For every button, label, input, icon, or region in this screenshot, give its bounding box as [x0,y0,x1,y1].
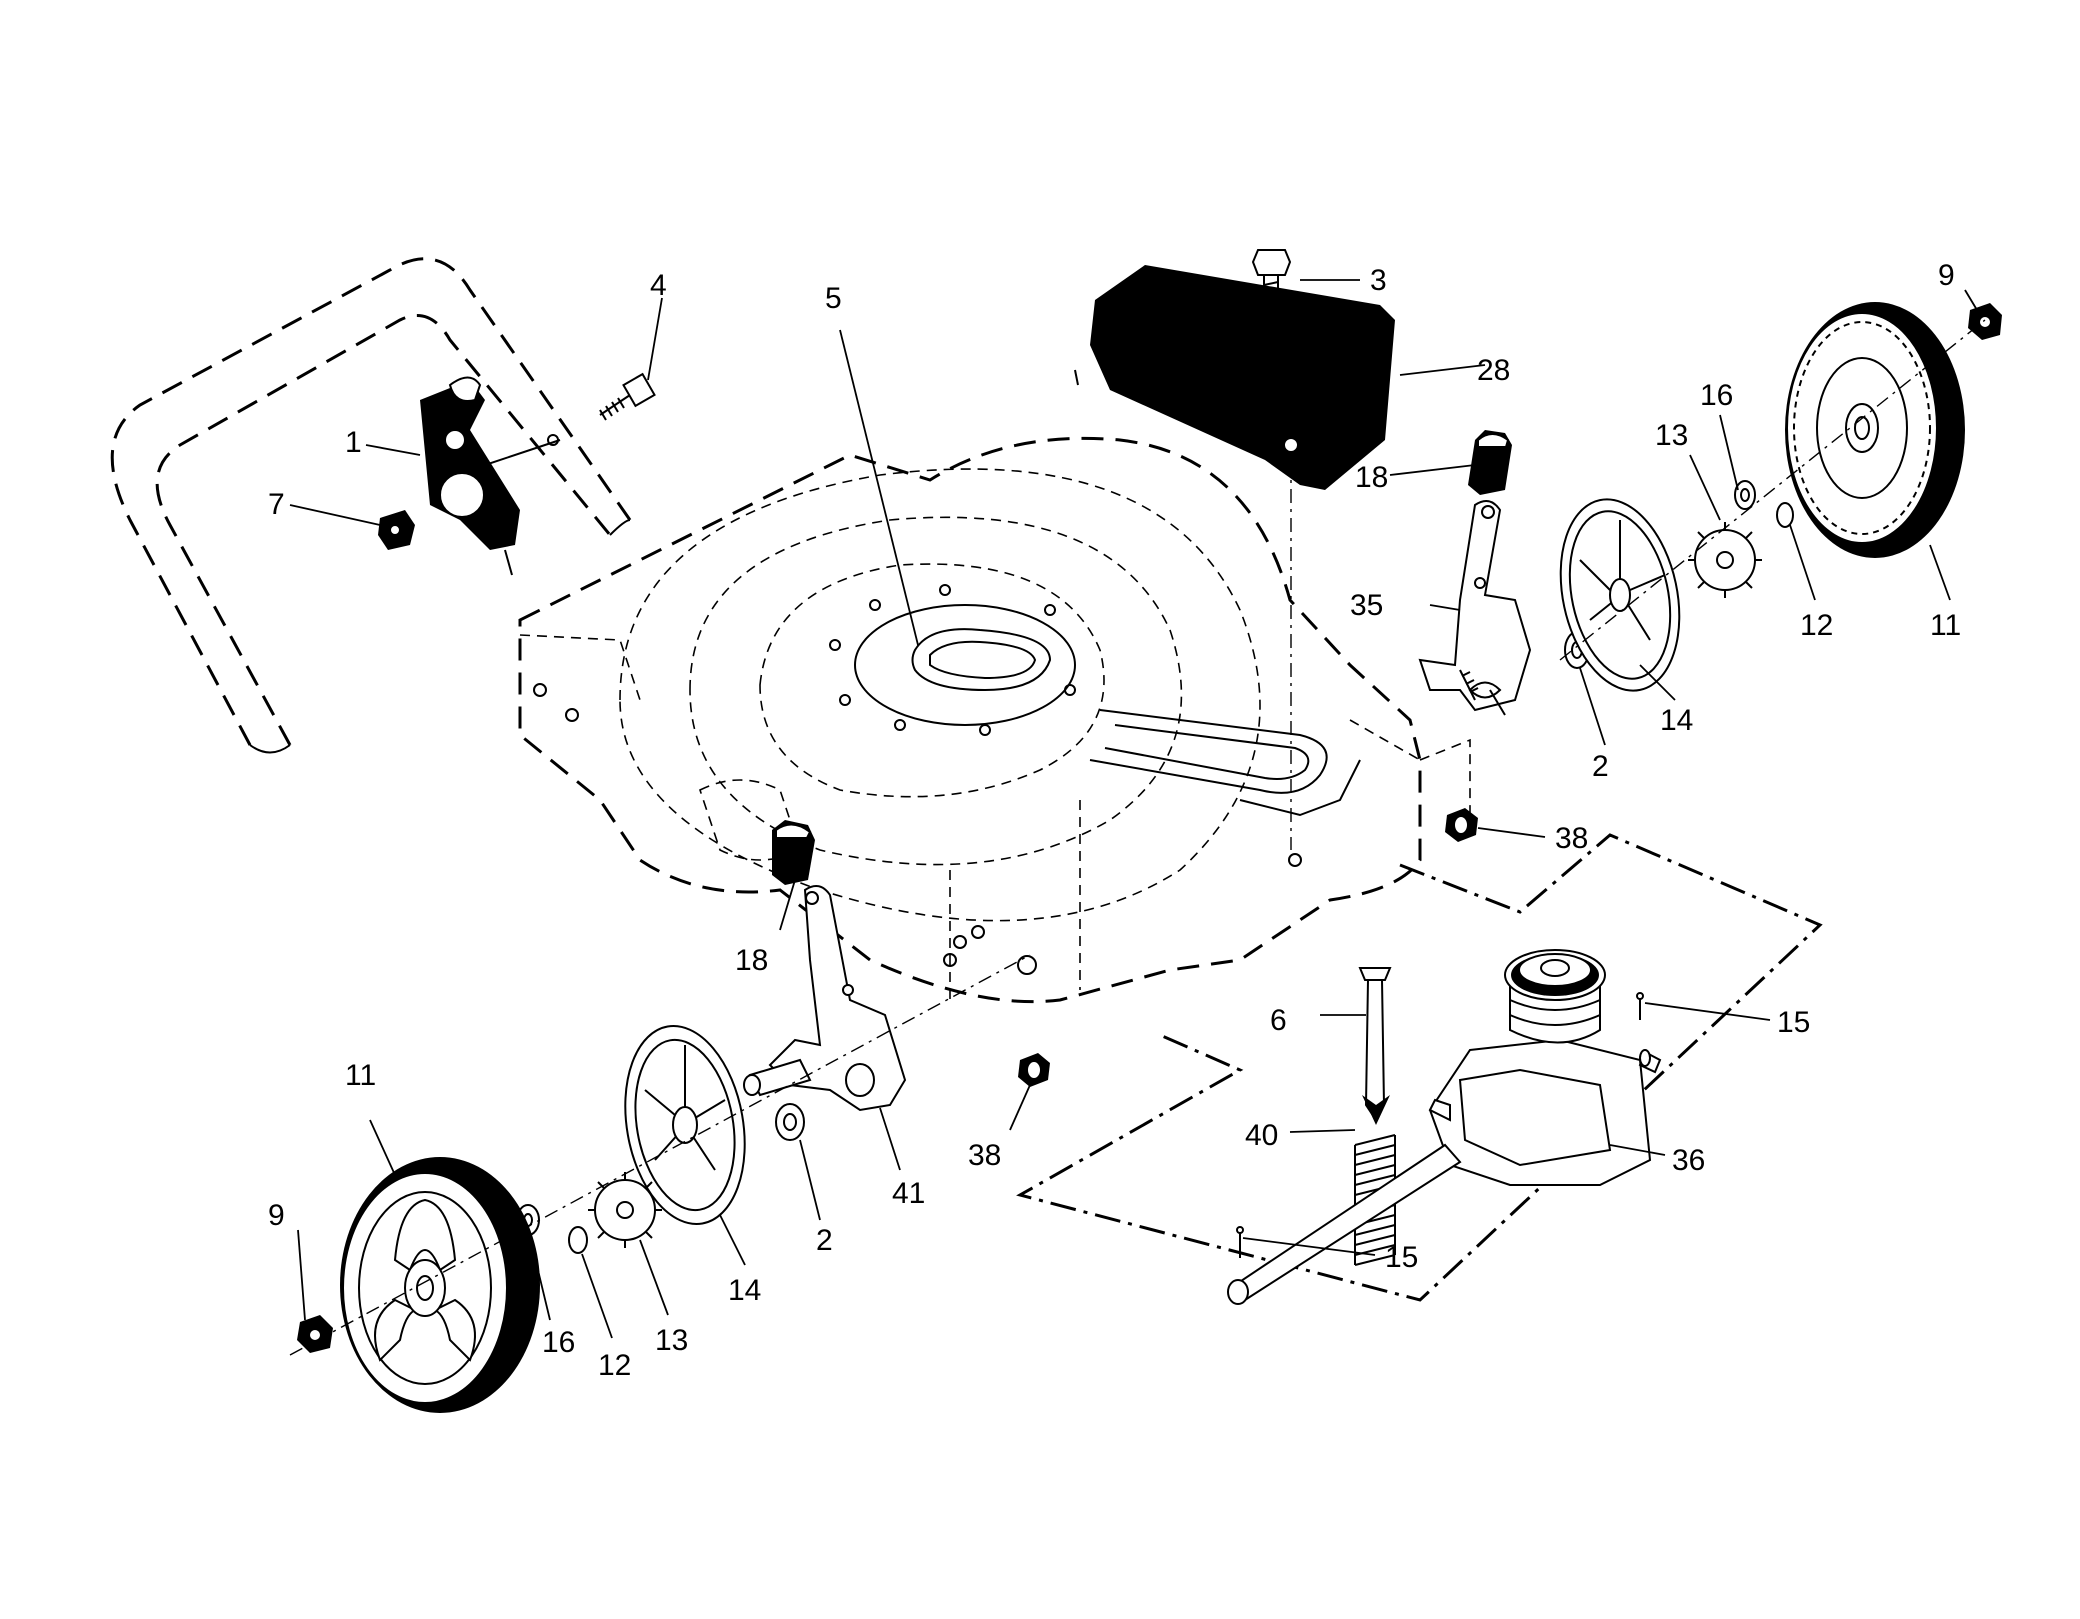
knob-right [1468,430,1512,495]
washer-2-left [775,1103,805,1141]
callout-14-left: 14 [728,1274,761,1307]
wheel-left [340,1157,540,1413]
callout-2-right: 2 [1592,750,1609,783]
pin-6 [1358,967,1392,1125]
callout-9-right: 9 [1938,259,1955,292]
callout-12-left: 12 [598,1349,631,1382]
nut-9-right [1968,303,2002,340]
callout-labels: 1 2 2 3 4 5 6 7 9 9 11 11 12 12 13 13 14… [268,259,1961,1382]
nut-7 [378,510,415,550]
callout-28: 28 [1477,354,1510,387]
axle-line-right [1559,319,1986,661]
callout-11-right: 11 [1930,609,1961,642]
callout-15-lower: 15 [1385,1241,1418,1274]
transmission-boundary [1016,833,1823,1302]
washer-16-right [1734,480,1756,510]
callout-2-left: 2 [816,1224,833,1257]
knob-left [772,820,815,885]
gear-13-right [1688,522,1762,598]
gear-13-left [588,1172,662,1248]
leader-lines [289,279,1981,1339]
nut-38-lower [1018,1053,1050,1087]
wheel-right [1785,302,1965,558]
callout-18-right: 18 [1355,461,1388,494]
callout-9-left: 9 [268,1199,285,1232]
callout-40: 40 [1245,1119,1278,1152]
callout-3: 3 [1370,264,1387,297]
bolt-4 [547,372,656,446]
callout-16-right: 16 [1700,379,1733,412]
callout-15-upper: 15 [1777,1006,1810,1039]
height-adjuster-left [743,885,907,1112]
callout-6: 6 [1270,1004,1287,1037]
rear-cover [1074,265,1395,490]
callout-14-right: 14 [1660,704,1693,737]
height-adjuster-right [1418,500,1532,716]
handle-phantom [110,257,632,754]
callout-12-right: 12 [1800,609,1833,642]
callout-16-left: 16 [542,1326,575,1359]
mower-deck [518,436,1471,1004]
callout-13-left: 13 [655,1324,688,1357]
callout-1: 1 [345,426,362,459]
callout-11-left: 11 [345,1059,376,1092]
nut-38-upper [1445,808,1478,842]
axle-line-left [289,954,1031,1356]
callout-4: 4 [650,269,667,302]
callout-13-right: 13 [1655,419,1688,452]
callout-38-lower: 38 [968,1139,1001,1172]
nut-9-left [297,1315,333,1353]
callout-7: 7 [268,488,285,521]
callout-41: 41 [892,1177,925,1210]
callout-38-upper: 38 [1555,822,1588,855]
callout-5: 5 [825,282,842,315]
control-bracket [420,376,561,576]
callout-36: 36 [1672,1144,1705,1177]
transmission [1227,949,1662,1305]
callout-35: 35 [1350,589,1383,622]
callout-18-left: 18 [735,944,768,977]
clip-12-right [1776,502,1794,528]
hubcap-right [1559,498,1681,692]
clip-12-left [568,1226,588,1254]
hubcap-left [624,1025,746,1225]
